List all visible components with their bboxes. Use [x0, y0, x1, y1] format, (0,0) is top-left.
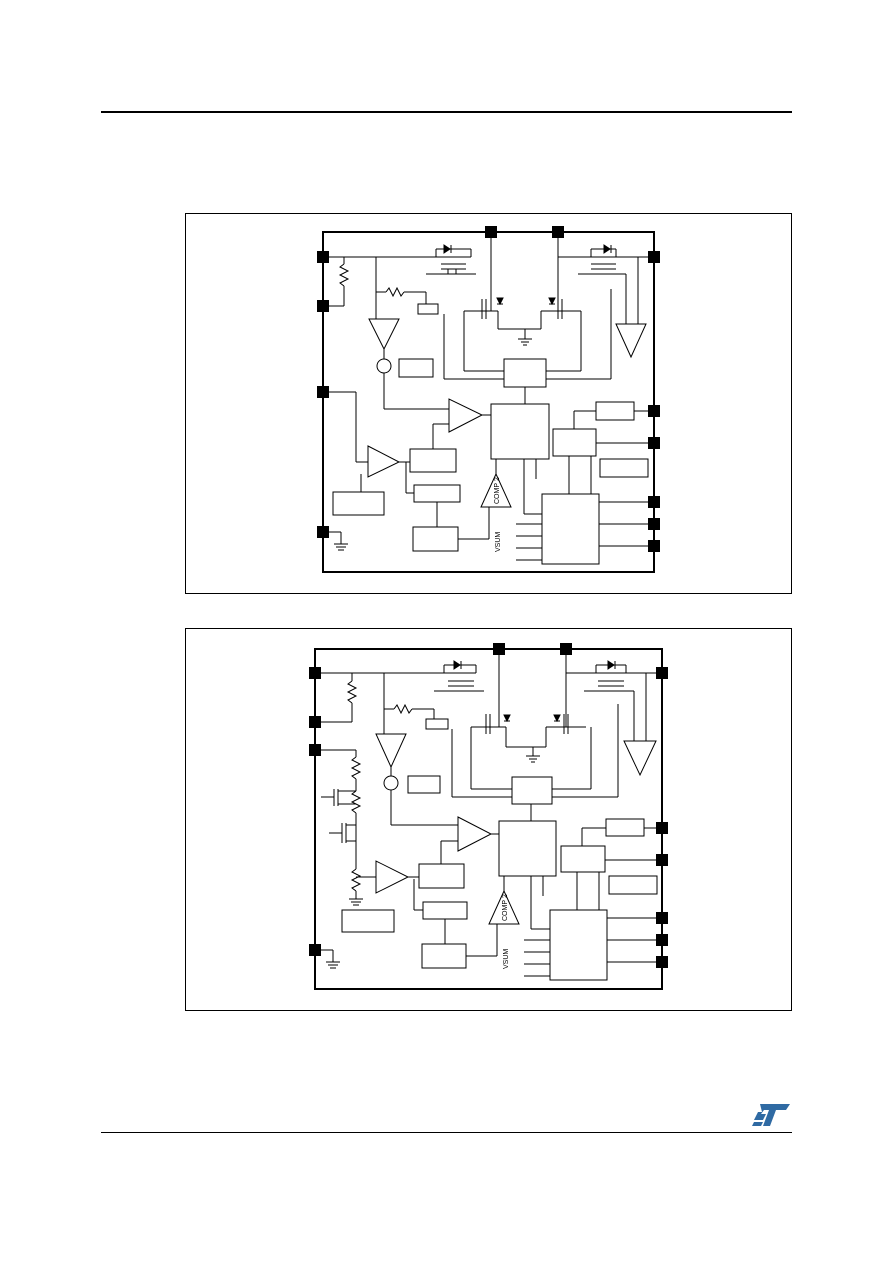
vsum-label-2: VSUM — [503, 949, 510, 969]
vsum-label-1: VSUM — [495, 532, 502, 552]
comp-label-2: COMP 2 — [502, 894, 509, 921]
block-diagram-1: COMP 2 VSUM — [317, 226, 660, 573]
header-rule — [101, 111, 792, 113]
figure-1-frame: COMP 2 VSUM — [185, 213, 792, 594]
st-logo-icon — [752, 1104, 790, 1126]
pins-2 — [309, 643, 668, 968]
pins-1 — [317, 226, 660, 552]
footer-rule — [101, 1132, 792, 1133]
figure-2-frame: COMP 2 VSUM — [185, 628, 792, 1011]
comp-label-1: COMP 2 — [494, 477, 501, 504]
block-diagram-2: COMP 2 VSUM — [309, 643, 668, 990]
